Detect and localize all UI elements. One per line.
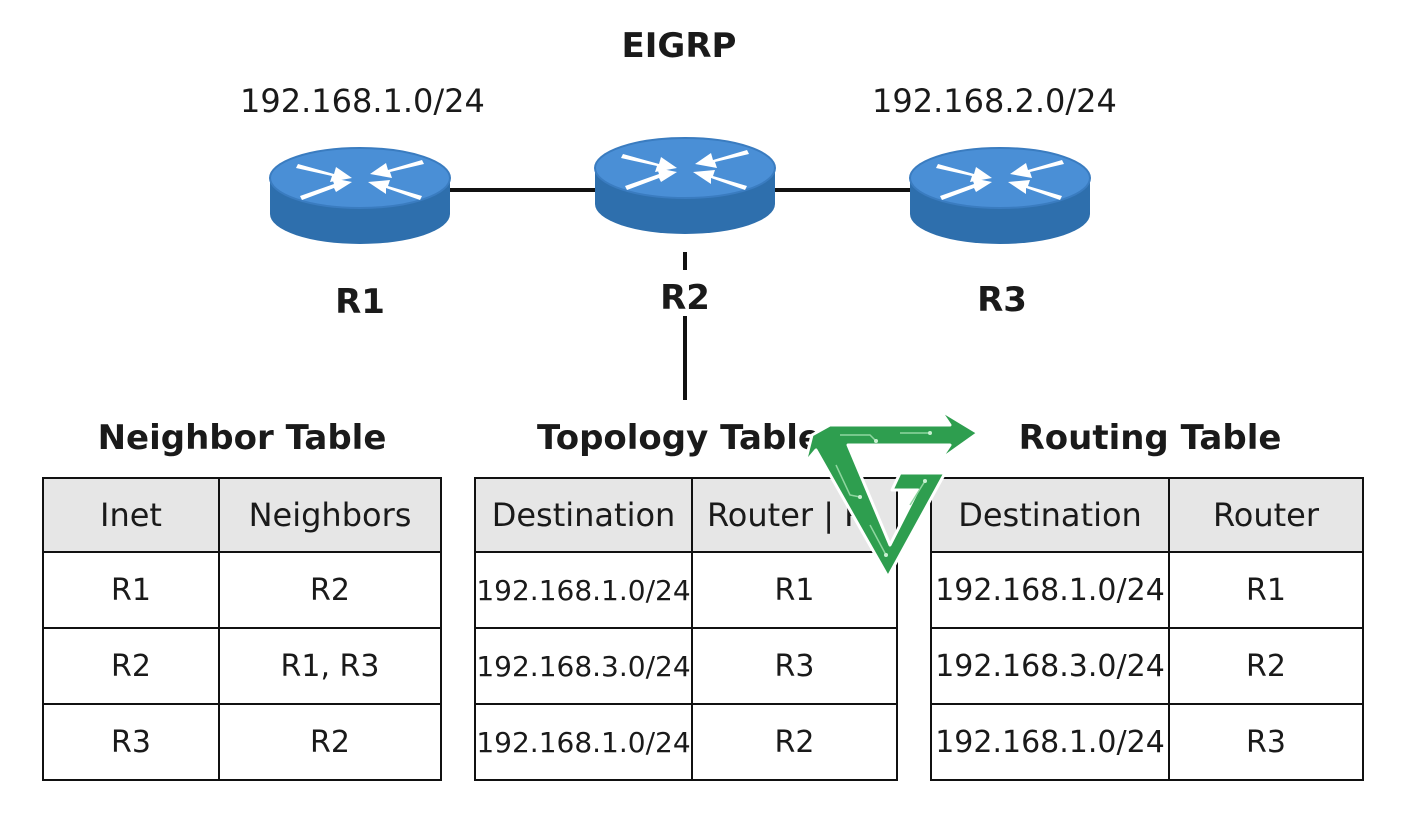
table-row: 192.168.3.0/24 R3 — [474, 627, 898, 705]
router-r2-label: R2 — [660, 278, 710, 318]
table-row: 192.168.1.0/24 R3 — [930, 703, 1364, 781]
table-row: 192.168.1.0/24 R2 — [474, 703, 898, 781]
table-cell: R3 — [691, 627, 898, 705]
topology-diagram — [269, 137, 1091, 400]
router-r1-label: R1 — [335, 282, 385, 322]
table-cell: R2 — [1168, 627, 1364, 705]
diagram-title: EIGRP — [621, 26, 737, 66]
routing-table: Destination Router 192.168.1.0/24 R1 192… — [930, 477, 1364, 781]
table-cell: 192.168.1.0/24 — [474, 551, 693, 629]
table-cell: R2 — [218, 551, 442, 629]
routing-table-header: Destination — [930, 477, 1170, 553]
table-row: R2 R1, R3 — [42, 627, 442, 705]
table-cell: R2 — [42, 627, 220, 705]
routing-table-title: Routing Table — [1018, 418, 1282, 458]
routing-table-header: Router — [1168, 477, 1364, 553]
router-r3-icon — [909, 147, 1091, 245]
network-label-left: 192.168.1.0/24 — [240, 82, 485, 120]
router-r2-icon — [594, 137, 776, 235]
table-cell: 192.168.1.0/24 — [930, 703, 1170, 781]
table-row: 192.168.1.0/24 R1 — [474, 551, 898, 629]
table-cell: R1, R3 — [218, 627, 442, 705]
router-r1-icon — [269, 147, 451, 245]
table-row: 192.168.1.0/24 R1 — [930, 551, 1364, 629]
table-cell: R2 — [691, 703, 898, 781]
table-cell: 192.168.1.0/24 — [474, 703, 693, 781]
topology-table-header: Destination — [474, 477, 693, 553]
table-cell: R2 — [218, 703, 442, 781]
network-label-right: 192.168.2.0/24 — [872, 82, 1117, 120]
neighbor-table: Inet Neighbors R1 R2 R2 R1, R3 R3 R2 — [42, 477, 442, 781]
table-cell: R1 — [1168, 551, 1364, 629]
table-cell: R3 — [42, 703, 220, 781]
neighbor-table-header: Neighbors — [218, 477, 442, 553]
table-row: 192.168.3.0/24 R2 — [930, 627, 1364, 705]
table-cell: R1 — [42, 551, 220, 629]
table-cell: R3 — [1168, 703, 1364, 781]
router-r3-label: R3 — [977, 280, 1027, 320]
topology-table-title: Topology Table — [537, 418, 821, 458]
table-cell: 192.168.1.0/24 — [930, 551, 1170, 629]
table-cell: R1 — [691, 551, 898, 629]
table-cell: 192.168.3.0/24 — [474, 627, 693, 705]
neighbor-table-header: Inet — [42, 477, 220, 553]
topology-table: Destination Router | R 192.168.1.0/24 R1… — [474, 477, 898, 781]
table-cell: 192.168.3.0/24 — [930, 627, 1170, 705]
table-row: R3 R2 — [42, 703, 442, 781]
neighbor-table-title: Neighbor Table — [97, 418, 387, 458]
watermark-logo-icon — [803, 408, 980, 579]
table-row: R1 R2 — [42, 551, 442, 629]
